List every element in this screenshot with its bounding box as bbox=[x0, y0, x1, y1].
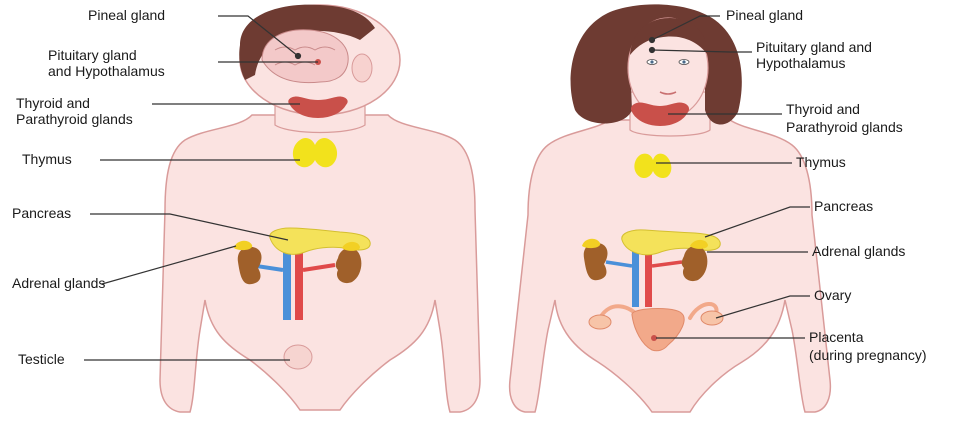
male-label-pancreas: Pancreas bbox=[12, 205, 71, 221]
female-label-adrenal-glands: Adrenal glands bbox=[812, 243, 905, 259]
male-labels: Pineal gland Pituitary gland and Hypotha… bbox=[12, 7, 165, 367]
female-label-pancreas: Pancreas bbox=[814, 198, 873, 214]
male-label-pineal-gland: Pineal gland bbox=[88, 7, 165, 23]
female-label-thyroid-line1: Thyroid and bbox=[786, 101, 860, 117]
female-label-pituitary-line2: Hypothalamus bbox=[756, 55, 846, 71]
female-label-ovary: Ovary bbox=[814, 287, 851, 303]
female-label-placenta-line2: (during pregnancy) bbox=[809, 347, 927, 363]
female-label-thyroid-line2: Parathyroid glands bbox=[786, 119, 903, 135]
male-figure bbox=[160, 5, 480, 412]
male-label-thyroid-line1: Thyroid and bbox=[16, 95, 90, 111]
female-label-pituitary-line1: Pituitary gland and bbox=[756, 39, 872, 55]
female-label-thymus: Thymus bbox=[796, 154, 846, 170]
female-ovary-left bbox=[589, 315, 611, 329]
male-label-adrenal-glands: Adrenal glands bbox=[12, 275, 105, 291]
male-label-thymus: Thymus bbox=[22, 151, 72, 167]
female-ovary-right bbox=[701, 311, 723, 325]
male-testicle bbox=[284, 345, 312, 369]
female-label-pineal-gland: Pineal gland bbox=[726, 7, 803, 23]
male-label-thyroid-line2: Parathyroid glands bbox=[16, 111, 133, 127]
male-label-testicle: Testicle bbox=[18, 351, 65, 367]
male-ear bbox=[352, 54, 372, 82]
male-label-pituitary-line1: Pituitary gland bbox=[48, 47, 137, 63]
female-label-placenta-line1: Placenta bbox=[809, 329, 864, 345]
male-label-pituitary-line2: and Hypothalamus bbox=[48, 63, 165, 79]
